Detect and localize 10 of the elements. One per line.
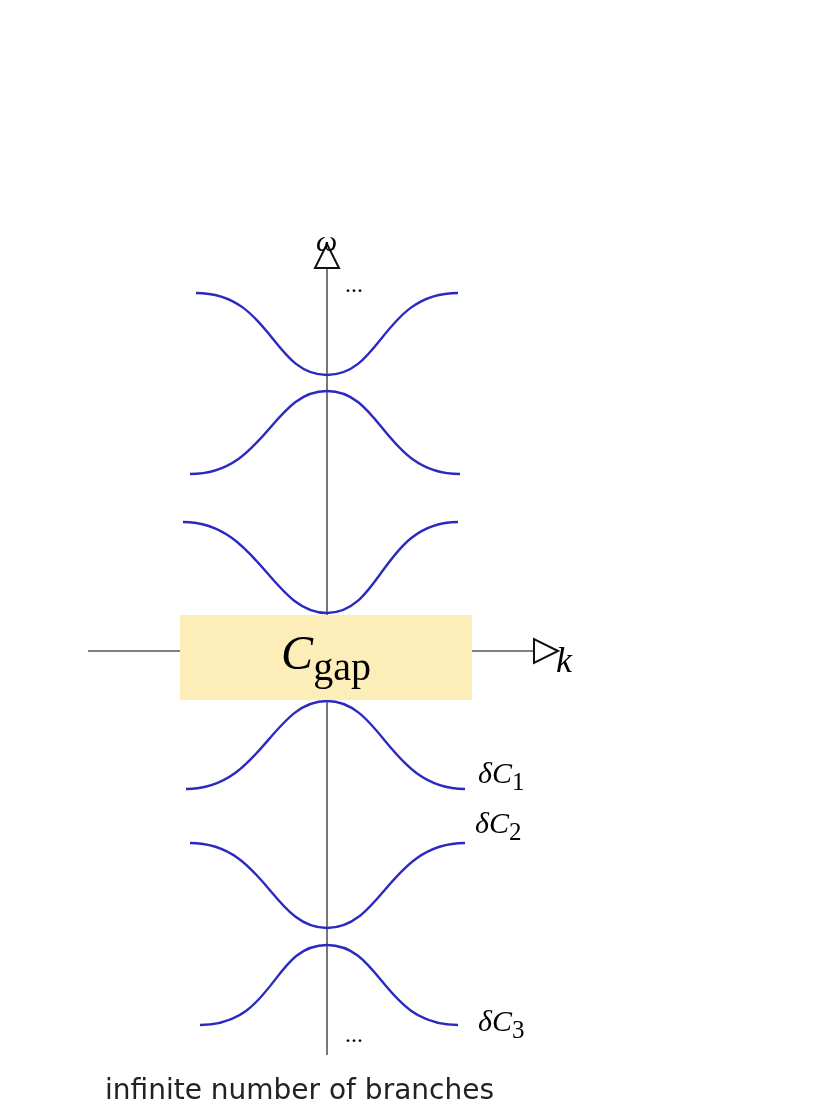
caption: infinite number of branches bbox=[105, 1076, 494, 1104]
ellipsis: ... bbox=[345, 1022, 363, 1046]
band-gap-box bbox=[180, 615, 472, 700]
gap-label: C$_{gap}$ bbox=[281, 628, 371, 687]
ellipsis: ... bbox=[345, 272, 363, 296]
branch-label: δC$_{1}$ bbox=[478, 758, 525, 794]
axis-label: ω bbox=[316, 226, 338, 256]
axis-label: k bbox=[556, 642, 572, 678]
branch-label: δC$_{2}$ bbox=[475, 808, 522, 844]
branch-label: δC$_{3}$ bbox=[478, 1006, 525, 1042]
